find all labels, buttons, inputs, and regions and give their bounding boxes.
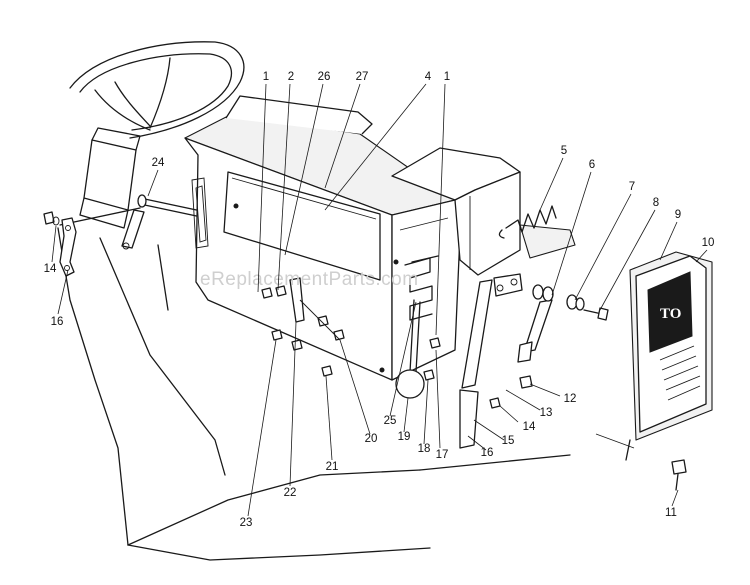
left-bolt-14 — [43, 211, 60, 226]
callout-21: 21 — [326, 461, 339, 473]
callout-4: 4 — [425, 71, 432, 83]
callout-17: 17 — [436, 449, 449, 461]
callout-8: 8 — [653, 197, 659, 209]
linkage-arm — [459, 273, 523, 449]
callout-10: 10 — [702, 237, 715, 249]
callout-13: 13 — [540, 407, 553, 419]
spring-5 — [498, 205, 557, 239]
bolt-14 — [489, 397, 501, 409]
bolt-12 — [519, 375, 533, 389]
callout-2: 2 — [288, 71, 294, 83]
callout-12: 12 — [564, 393, 577, 405]
callout-18: 18 — [418, 443, 431, 455]
callout-14-right: 14 — [523, 421, 536, 433]
callout-6: 6 — [589, 159, 595, 171]
watermark-text: eReplacementParts.com — [200, 269, 419, 290]
callout-24: 24 — [152, 157, 165, 169]
callout-labels: 1 2 26 27 4 1 5 6 7 8 9 10 24 14 16 12 1… — [44, 71, 715, 529]
leader-lines — [51, 83, 708, 517]
bolt-8 — [583, 307, 609, 321]
center-fasteners — [261, 277, 441, 381]
decal-plate-9-10: TO — [625, 251, 713, 461]
steering-column — [79, 127, 141, 229]
callout-27: 27 — [356, 71, 369, 83]
callout-5: 5 — [561, 145, 567, 157]
callout-25: 25 — [384, 415, 397, 427]
dash-panel — [184, 95, 461, 381]
screw-11 — [671, 459, 687, 491]
callout-9: 9 — [675, 209, 681, 221]
washers-7 — [532, 284, 585, 311]
control-lever-6 — [517, 299, 553, 363]
callout-1-top-right: 1 — [444, 71, 450, 83]
left-bracket-16 — [59, 217, 77, 277]
callout-14-left: 14 — [44, 263, 57, 275]
fender-housing — [391, 147, 576, 276]
callout-11: 11 — [665, 507, 677, 519]
callout-20: 20 — [365, 433, 378, 445]
callout-16-right: 16 — [481, 447, 494, 459]
callout-16-left: 16 — [51, 316, 64, 328]
decal-plate-text: TO — [660, 306, 681, 322]
callout-1-top-left: 1 — [263, 71, 269, 83]
callout-26: 26 — [318, 71, 331, 83]
steering-wheel — [69, 41, 245, 139]
callout-22: 22 — [284, 487, 297, 499]
callout-7: 7 — [629, 181, 635, 193]
callout-15: 15 — [502, 435, 515, 447]
callout-19: 19 — [398, 431, 411, 443]
callout-23: 23 — [240, 517, 253, 529]
